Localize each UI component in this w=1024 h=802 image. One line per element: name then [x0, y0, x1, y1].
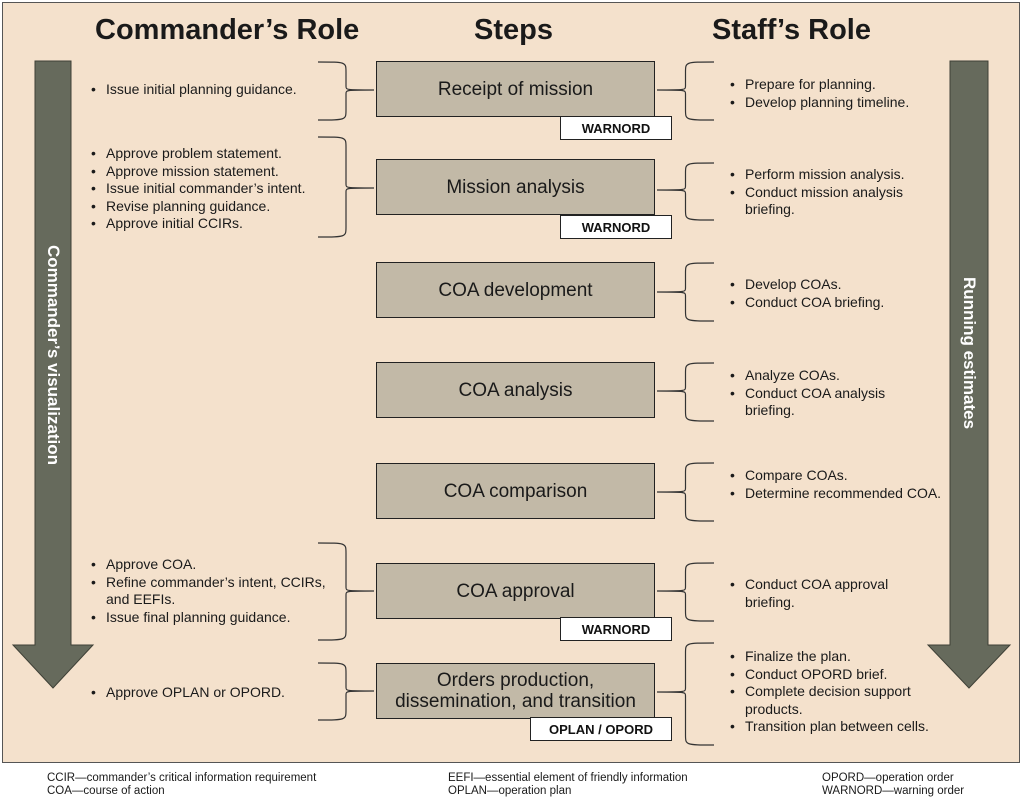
list-item: Approve COA. — [91, 556, 331, 574]
staff-brace — [656, 362, 715, 422]
list-item: Develop planning timeline. — [730, 94, 945, 112]
step-coa-analysis: COA analysis — [376, 362, 655, 418]
commander-tasks-coa-approval: Approve COA. Refine commander’s intent, … — [91, 556, 331, 626]
staff-role-header: Staff’s Role — [712, 14, 871, 46]
list-item: Conduct COA briefing. — [730, 294, 945, 312]
commander-role-header: Commander’s Role — [95, 14, 360, 46]
list-item: Transition plan between cells. — [730, 718, 960, 736]
steps-header: Steps — [474, 14, 553, 46]
staff-brace — [656, 462, 715, 522]
commander-tasks-receipt: Issue initial planning guidance. — [91, 81, 331, 99]
staff-tasks-coa-approval: Conduct COA approval briefing. — [730, 576, 930, 611]
list-item: Conduct COA approval briefing. — [730, 576, 930, 611]
staff-brace — [656, 262, 715, 322]
list-item: Determine recommended COA. — [730, 485, 945, 503]
step-coa-approval: COA approval — [376, 563, 655, 619]
list-item: Complete decision support products. — [730, 683, 960, 718]
glossary-entry: OPLAN—operation plan — [448, 785, 572, 797]
staff-tasks-coa-analysis: Analyze COAs. Conduct COA analysis brief… — [730, 367, 930, 420]
list-item: Compare COAs. — [730, 467, 945, 485]
commander-brace — [317, 662, 375, 721]
glossary-entry: COA—course of action — [47, 785, 165, 797]
staff-tasks-receipt: Prepare for planning. Develop planning t… — [730, 76, 945, 111]
staff-tasks-coa-comparison: Compare COAs. Determine recommended COA. — [730, 467, 945, 502]
step-mission-analysis: Mission analysis — [376, 159, 655, 215]
glossary-entry: WARNORD—warning order — [822, 785, 965, 797]
step-coa-development: COA development — [376, 262, 655, 318]
list-item: Approve mission statement. — [91, 163, 341, 181]
staff-brace — [656, 162, 715, 221]
output-warnord: WARNORD — [560, 215, 672, 239]
output-oplan-opord: OPLAN / OPORD — [530, 717, 672, 741]
list-item: Issue final planning guidance. — [91, 609, 331, 627]
glossary-column-1: CCIR—commander’s critical information re… — [47, 772, 316, 798]
staff-brace — [656, 642, 715, 746]
list-item: Revise planning guidance. — [91, 198, 341, 216]
output-warnord: WARNORD — [560, 116, 672, 140]
list-item: Conduct OPORD brief. — [730, 666, 960, 684]
step-receipt-of-mission: Receipt of mission — [376, 61, 655, 117]
commander-visualization-label: Commander’s visualization — [44, 244, 63, 466]
glossary-entry: EEFI—essential element of friendly infor… — [448, 772, 688, 784]
list-item: Conduct mission analysis briefing. — [730, 184, 945, 219]
list-item: Issue initial commander’s intent. — [91, 180, 341, 198]
commander-tasks-orders: Approve OPLAN or OPORD. — [91, 684, 331, 702]
step-orders-production: Orders production, dissemination, and tr… — [376, 663, 655, 719]
commander-brace — [317, 61, 375, 121]
list-item: Develop COAs. — [730, 276, 945, 294]
list-item: Issue initial planning guidance. — [91, 81, 331, 99]
glossary-column-2: EEFI—essential element of friendly infor… — [448, 772, 688, 798]
staff-tasks-mission-analysis: Perform mission analysis. Conduct missio… — [730, 166, 945, 219]
list-item: Prepare for planning. — [730, 76, 945, 94]
running-estimates-label: Running estimates — [960, 276, 979, 430]
glossary-column-3: OPORD—operation order WARNORD—warning or… — [822, 772, 964, 798]
commander-visualization-arrow — [11, 60, 95, 689]
output-warnord: WARNORD — [560, 617, 672, 641]
list-item: Approve problem statement. — [91, 145, 341, 163]
commander-tasks-mission-analysis: Approve problem statement. Approve missi… — [91, 145, 341, 233]
list-item: Analyze COAs. — [730, 367, 930, 385]
commander-brace — [317, 542, 375, 641]
step-coa-comparison: COA comparison — [376, 463, 655, 519]
list-item: Perform mission analysis. — [730, 166, 945, 184]
list-item: Approve OPLAN or OPORD. — [91, 684, 331, 702]
staff-brace — [656, 562, 715, 622]
list-item: Refine commander’s intent, CCIRs, and EE… — [91, 574, 331, 609]
staff-brace — [656, 61, 715, 121]
list-item: Finalize the plan. — [730, 648, 960, 666]
staff-tasks-coa-development: Develop COAs. Conduct COA briefing. — [730, 276, 945, 311]
running-estimates-arrow — [926, 60, 1012, 689]
commander-brace — [317, 136, 375, 238]
staff-tasks-orders: Finalize the plan. Conduct OPORD brief. … — [730, 648, 960, 736]
glossary-entry: OPORD—operation order — [822, 772, 954, 784]
glossary-entry: CCIR—commander’s critical information re… — [47, 772, 317, 784]
list-item: Approve initial CCIRs. — [91, 215, 341, 233]
list-item: Conduct COA analysis briefing. — [730, 385, 930, 420]
